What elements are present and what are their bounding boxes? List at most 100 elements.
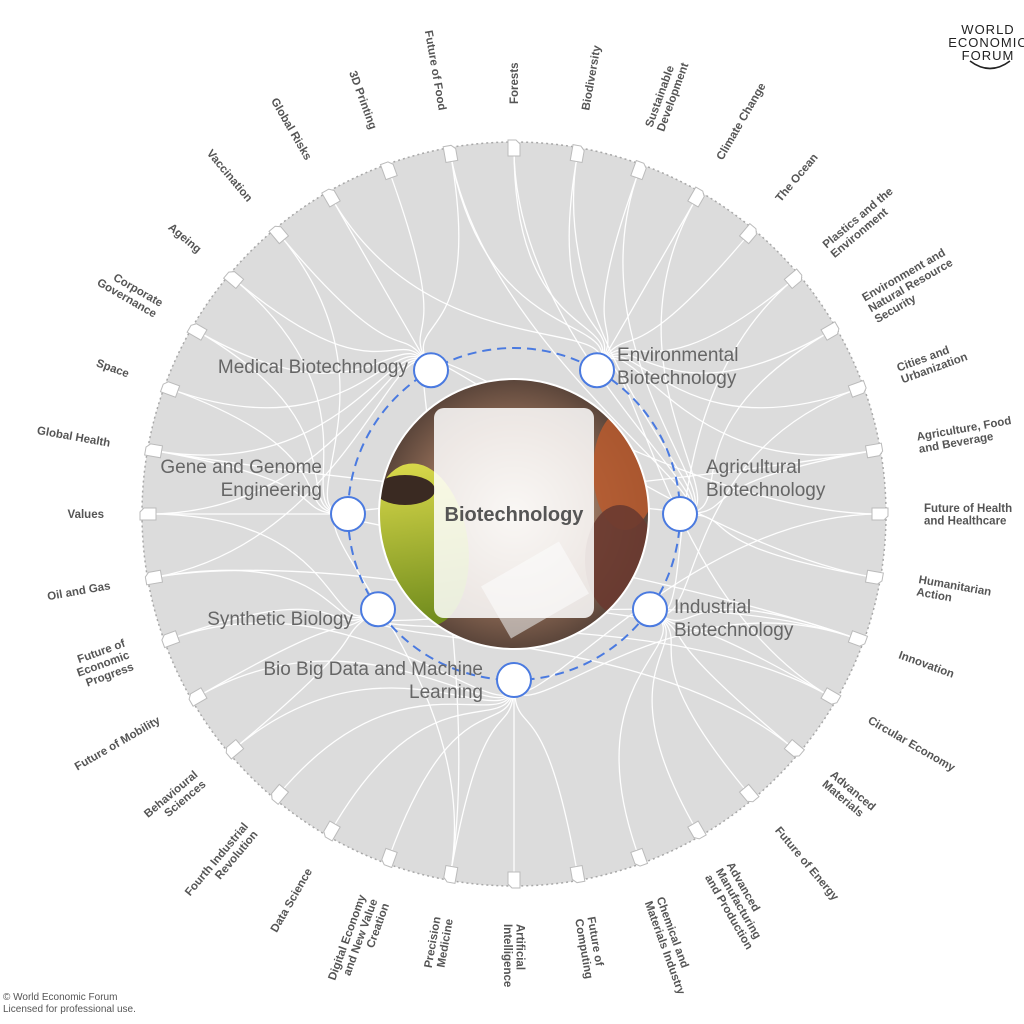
topic-label-agriculture-food-and-beverage[interactable]: Agriculture, Foodand Beverage [916, 415, 1015, 456]
topic-marker-future-of-food[interactable] [442, 144, 459, 164]
topic-marker-biodiversity[interactable] [569, 144, 585, 164]
topic-marker-future-of-health-and-healthcare[interactable] [871, 507, 889, 521]
topic-marker-global-health[interactable] [144, 443, 164, 459]
topic-marker-chemical-and-materials-industry[interactable] [630, 847, 649, 867]
topic-marker-global-risks[interactable] [321, 187, 341, 208]
topic-label-innovation[interactable]: Innovation [897, 650, 956, 681]
topic-label-space[interactable]: Space [94, 357, 130, 380]
topic-label-environment-and-natural-resource-security[interactable]: Environment andNatural ResourceSecurity [860, 246, 961, 326]
link-bio-big-data-and-machine-learning-to-fourth-industrial-revolution [278, 679, 515, 795]
topic-marker-agriculture-food-and-beverage[interactable] [864, 442, 884, 459]
link-medical-biotechnology-to-3d-printing [388, 169, 432, 371]
topic-marker-3d-printing[interactable] [379, 161, 398, 181]
topic-label-fourth-industrial-revolution[interactable]: Fourth IndustrialRevolution [183, 821, 260, 907]
link-gene-and-genome-engineering-to-corporate-governance [196, 330, 349, 515]
topic-label-digital-economy-and-new-value-creation[interactable]: Digital Economyand New ValueCreation [327, 893, 393, 991]
topic-marker-oil-and-gas[interactable] [144, 569, 164, 586]
topic-marker-plastics-and-the-environment[interactable] [783, 268, 804, 290]
topic-marker-circular-economy[interactable] [820, 687, 842, 706]
topic-label-corporate-governance[interactable]: CorporateGovernance [95, 266, 165, 321]
license-text: Licensed for professional use. [3, 1004, 136, 1015]
topic-marker-precision-medicine[interactable] [443, 864, 459, 884]
center-title[interactable]: Biotechnology [445, 504, 585, 526]
topic-marker-future-of-economic-progress[interactable] [161, 630, 181, 649]
topic-label-future-of-energy[interactable]: Future of Energy [772, 825, 841, 904]
topic-marker-environment-and-natural-resource-security[interactable] [820, 321, 841, 341]
topic-label-oil-and-gas[interactable]: Oil and Gas [46, 580, 111, 603]
topic-marker-the-ocean[interactable] [738, 222, 759, 245]
topic-label-3d-printing[interactable]: 3D Printing [346, 69, 378, 131]
link-bio-big-data-and-machine-learning-to-precision-medicine [449, 679, 515, 875]
topic-label-data-science[interactable]: Data Science [269, 867, 315, 935]
topic-marker-future-of-mobility[interactable] [187, 687, 208, 707]
topic-marker-climate-change[interactable] [687, 186, 706, 208]
link-medical-biotechnology-to-global-risks [330, 196, 432, 371]
subtopic-node-environmental-biotechnology[interactable] [579, 352, 615, 389]
topic-label-artificial-intelligence[interactable]: ArtificialIntelligence [501, 924, 526, 987]
topic-marker-fourth-industrial-revolution[interactable] [269, 783, 290, 806]
topic-label-circular-economy[interactable]: Circular Economy [866, 715, 958, 775]
subtopic-node-gene-and-genome-engineering[interactable] [330, 496, 366, 532]
link-environmental-biotechnology-to-climate-change [596, 196, 698, 371]
subtopic-node-bio-big-data-and-machine-learning[interactable] [496, 662, 532, 698]
topic-marker-innovation[interactable] [847, 630, 869, 648]
topic-marker-values[interactable] [139, 507, 157, 521]
topic-label-cities-and-urbanization[interactable]: Cities andUrbanization [895, 339, 969, 386]
subtopic-node-synthetic-biology[interactable] [360, 591, 397, 628]
topic-label-chemical-and-materials-industry[interactable]: Chemical andMaterials Industry [642, 895, 699, 996]
topic-marker-behavioural-sciences[interactable] [224, 738, 245, 760]
topic-label-the-ocean[interactable]: The Ocean [774, 152, 821, 205]
topic-marker-humanitarian-action[interactable] [864, 569, 884, 585]
topic-label-future-of-mobility[interactable]: Future of Mobility [73, 714, 163, 773]
topic-label-global-risks[interactable]: Global Risks [268, 96, 313, 162]
topic-marker-space[interactable] [159, 380, 181, 398]
topic-label-behavioural-sciences[interactable]: BehaviouralSciences [142, 769, 208, 830]
topic-label-vaccination[interactable]: Vaccination [204, 148, 254, 205]
topic-marker-advanced-manufacturing-and-production[interactable] [687, 820, 707, 841]
link-agricultural-biotechnology-to-humanitarian-action [679, 513, 875, 579]
copyright-text: © World Economic Forum [3, 992, 118, 1003]
topic-marker-sustainable-development[interactable] [630, 159, 648, 181]
wef-logo: WORLD ECONOMIC FORUM [948, 22, 1024, 70]
topic-marker-cities-and-urbanization[interactable] [847, 379, 867, 398]
topic-label-global-health[interactable]: Global Health [36, 425, 111, 450]
topic-marker-advanced-materials[interactable] [783, 738, 806, 759]
topic-marker-artificial-intelligence[interactable] [507, 871, 521, 889]
topic-label-humanitarian-action[interactable]: HumanitarianAction [915, 574, 992, 611]
topic-marker-future-of-computing[interactable] [569, 864, 586, 884]
subtopic-label-medical-biotechnology[interactable]: Medical Biotechnology [218, 357, 409, 378]
logo-line-3: FORUM [962, 48, 1015, 63]
topic-label-climate-change[interactable]: Climate Change [715, 81, 769, 162]
topic-label-biodiversity[interactable]: Biodiversity [580, 44, 603, 112]
topic-marker-corporate-governance[interactable] [186, 322, 208, 341]
subtopic-node-industrial-biotechnology[interactable] [631, 591, 668, 628]
topic-marker-ageing[interactable] [222, 269, 245, 290]
topic-label-ageing[interactable]: Ageing [166, 222, 204, 256]
topic-marker-vaccination[interactable] [268, 224, 290, 245]
topic-label-advanced-materials[interactable]: AdvancedMaterials [820, 769, 878, 823]
topic-label-precision-medicine[interactable]: PrecisionMedicine [423, 916, 456, 971]
topic-label-values[interactable]: Values [68, 509, 104, 521]
topic-marker-future-of-energy[interactable] [738, 783, 760, 804]
topic-label-sustainable-development[interactable]: SustainableDevelopment [644, 57, 692, 133]
topic-marker-forests[interactable] [507, 139, 521, 157]
topic-label-future-of-economic-progress[interactable]: Future ofEconomicProgress [71, 638, 136, 692]
topic-marker-data-science[interactable] [322, 820, 341, 842]
topic-marker-digital-economy-and-new-value-creation[interactable] [380, 847, 398, 869]
topic-label-plastics-and-the-environment[interactable]: Plastics and theEnvironment [821, 186, 904, 261]
topic-label-future-of-computing[interactable]: Future ofComputing [572, 916, 607, 980]
topic-label-forests[interactable]: Forests [509, 62, 521, 104]
topic-label-future-of-food[interactable]: Future of Food [422, 29, 448, 111]
subtopic-node-medical-biotechnology[interactable] [413, 352, 449, 389]
topic-label-advanced-manufacturing-and-production[interactable]: AdvancedManufacturingand Production [702, 860, 776, 952]
subtopic-node-agricultural-biotechnology[interactable] [662, 496, 698, 532]
link-medical-biotechnology-to-future-of-food [422, 153, 460, 371]
subtopic-label-synthetic-biology[interactable]: Synthetic Biology [207, 609, 353, 630]
